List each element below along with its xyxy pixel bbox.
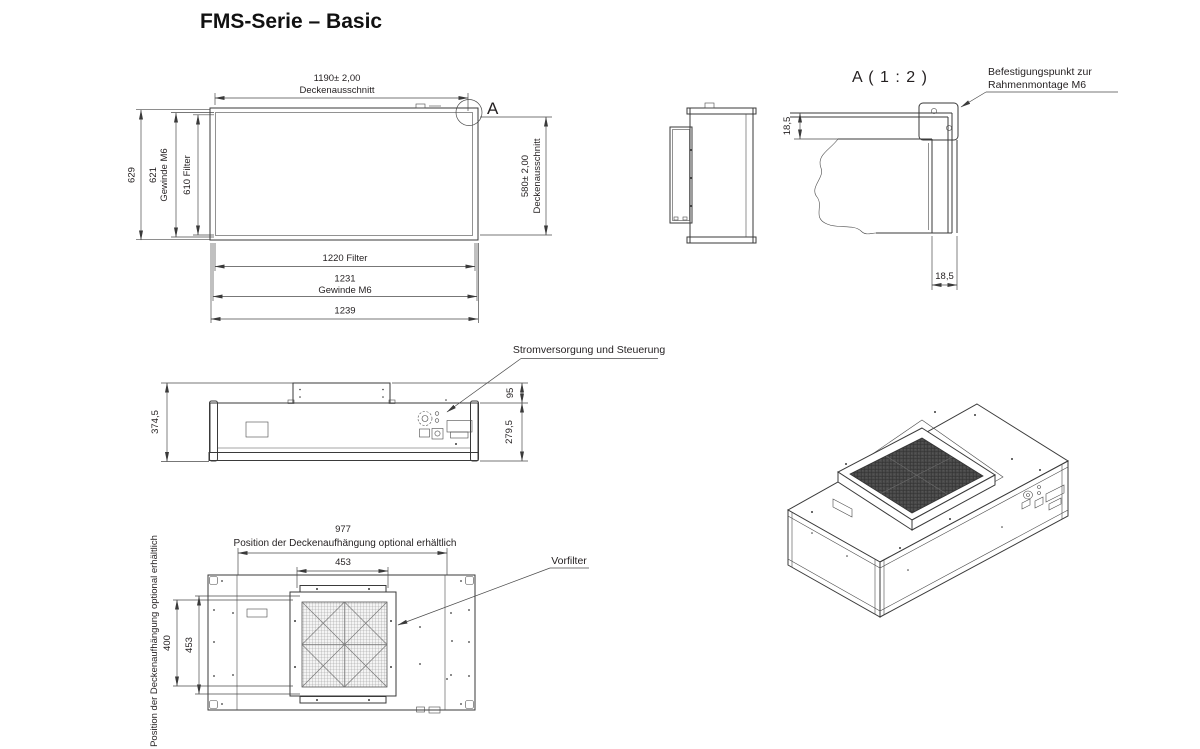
dim-suspension-width-label: Position der Deckenaufhängung optional e… <box>234 538 457 549</box>
front-view-body <box>209 402 479 453</box>
switch <box>419 428 430 438</box>
dim-prefilter-width: 453 <box>335 557 351 568</box>
iso-nameplate <box>832 498 853 518</box>
mounting-callout-line1: Befestigungspunkt zur <box>988 66 1092 78</box>
front-view: 374,5 95 279, <box>150 344 665 462</box>
power-callout-leader <box>446 358 522 413</box>
bottom-view-outline <box>207 574 476 711</box>
dim-thread-width-label: Gewinde M6 <box>318 285 371 296</box>
bracket-hole <box>946 125 952 131</box>
top-tab <box>415 103 426 109</box>
dim-thread-height-value: 621 <box>148 167 159 183</box>
dim-suspension-width-value: 977 <box>335 524 351 535</box>
dim-body-height: 279,5 <box>504 420 515 444</box>
detail-circle-a <box>455 99 483 126</box>
mounting-callout-leader <box>960 91 987 108</box>
dim-suspension-height-value: 400 <box>162 635 173 651</box>
detail-view-title: A ( 1 : 2 ) <box>852 69 928 86</box>
control-panel <box>417 411 473 445</box>
dim-offset-horizontal: 18,5 <box>935 271 954 282</box>
dim-filter-height: 610 Filter <box>182 155 193 195</box>
mounting-bracket <box>918 102 959 141</box>
nameplate <box>245 421 269 438</box>
dim-overall-width: 1239 <box>334 306 355 317</box>
page-title: FMS-Serie – Basic <box>200 10 382 33</box>
break-line <box>814 138 877 235</box>
dim-ceiling-cutout-height-label: Deckenausschnitt <box>532 138 543 213</box>
dim-ceiling-cutout-width-label: Deckenausschnitt <box>300 85 375 96</box>
dim-overall-height: 629 <box>127 167 138 183</box>
side-view-prefilter-box <box>669 126 693 224</box>
title-block: FMS-Serie – Basic <box>200 10 382 33</box>
iso-screw-dots <box>811 411 1041 571</box>
side-view-body <box>689 107 754 244</box>
mounting-callout-line2: Rahmenmontage M6 <box>988 79 1086 91</box>
dim-fan-housing-height: 95 <box>505 388 516 399</box>
connector-block <box>446 420 473 433</box>
dim-filter-width: 1220 Filter <box>323 253 368 264</box>
prefilter-frame <box>289 591 397 697</box>
bottom-view: 977 Position der Deckenaufhängung option… <box>149 524 589 747</box>
dim-offset-vertical: 18,5 <box>782 117 793 136</box>
top-view-outline <box>209 107 479 241</box>
dim-prefilter-height: 453 <box>184 637 195 653</box>
fan-housing <box>292 382 391 404</box>
nameplate <box>246 608 268 618</box>
prefilter-callout-label: Vorfilter <box>551 555 587 567</box>
top-view: A 1190± 2,00 Deckenausschnitt 629 621 Ge… <box>127 73 552 323</box>
rivet-dots <box>213 580 470 705</box>
iso-right-face <box>879 460 1069 618</box>
dim-thread-height-label: Gewinde M6 <box>159 148 170 201</box>
detail-view-a: A ( 1 : 2 ) Befestigungspunkt zur Rahmen… <box>782 66 1118 290</box>
dim-ceiling-cutout-height-value: 580± 2,00 <box>520 155 531 197</box>
speed-knob <box>417 411 433 426</box>
dim-thread-width-value: 1231 <box>334 274 355 285</box>
isometric-view <box>786 403 1069 618</box>
dim-suspension-height-label: Position der Deckenaufhängung optional e… <box>149 535 160 747</box>
detail-marker-letter: A <box>487 99 499 118</box>
iso-control-panel <box>1021 484 1065 511</box>
prefilter-callout-leader <box>397 567 551 626</box>
socket <box>431 428 444 440</box>
dim-ceiling-cutout-width-value: 1190± 2,00 <box>314 73 361 84</box>
top-view-inner-outline <box>215 112 473 236</box>
side-view <box>669 102 757 244</box>
power-callout-label: Stromversorgung und Steuerung <box>513 344 666 356</box>
bracket-hole <box>931 108 937 114</box>
dim-total-height: 374,5 <box>150 410 161 434</box>
